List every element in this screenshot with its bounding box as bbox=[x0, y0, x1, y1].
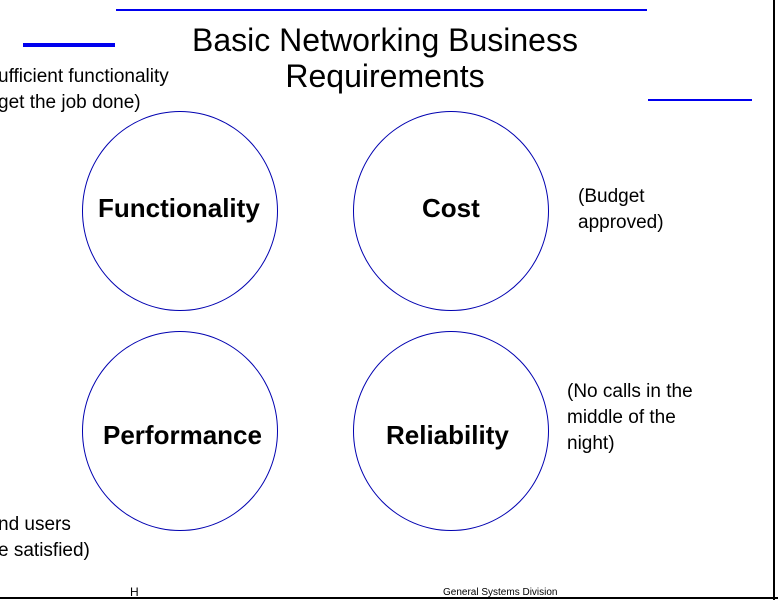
functionality-label: Functionality bbox=[98, 193, 260, 223]
cost-note: (Budget approved) bbox=[578, 184, 664, 236]
functionality-note-line-2: get the job done) bbox=[0, 92, 141, 113]
footer-mark: H bbox=[130, 585, 139, 599]
top-rule bbox=[116, 9, 647, 11]
left-accent-bar bbox=[23, 43, 115, 47]
performance-label: Performance bbox=[103, 420, 262, 450]
cost-note-line-1: (Budget bbox=[578, 186, 645, 207]
cost-label: Cost bbox=[422, 193, 480, 223]
cost-note-line-2: approved) bbox=[578, 212, 664, 233]
reliability-note: (No calls in the middle of the night) bbox=[567, 379, 693, 457]
reliability-note-line-1: (No calls in the bbox=[567, 381, 693, 402]
functionality-note: ufficient functionality get the job done… bbox=[0, 64, 169, 116]
footer-division: General Systems Division bbox=[443, 587, 558, 598]
functionality-note-line-1: ufficient functionality bbox=[0, 66, 169, 87]
right-accent-bar bbox=[648, 99, 752, 101]
slide-bottom-border bbox=[0, 597, 778, 599]
performance-note-line-1: nd users bbox=[0, 514, 71, 535]
slide-title: Basic Networking Business Requirements bbox=[180, 22, 590, 94]
performance-note-line-2: e satisfied) bbox=[0, 540, 90, 561]
performance-circle bbox=[82, 331, 278, 531]
reliability-note-line-2: middle of the bbox=[567, 407, 676, 428]
cost-circle bbox=[353, 111, 549, 311]
title-line-1: Basic Networking Business bbox=[192, 22, 578, 58]
reliability-note-line-3: night) bbox=[567, 433, 615, 454]
reliability-circle bbox=[353, 331, 549, 531]
title-line-2: Requirements bbox=[285, 58, 485, 94]
performance-note: nd users e satisfied) bbox=[0, 512, 90, 564]
slide-right-border bbox=[773, 0, 775, 600]
reliability-label: Reliability bbox=[386, 420, 509, 450]
functionality-circle bbox=[82, 111, 278, 311]
